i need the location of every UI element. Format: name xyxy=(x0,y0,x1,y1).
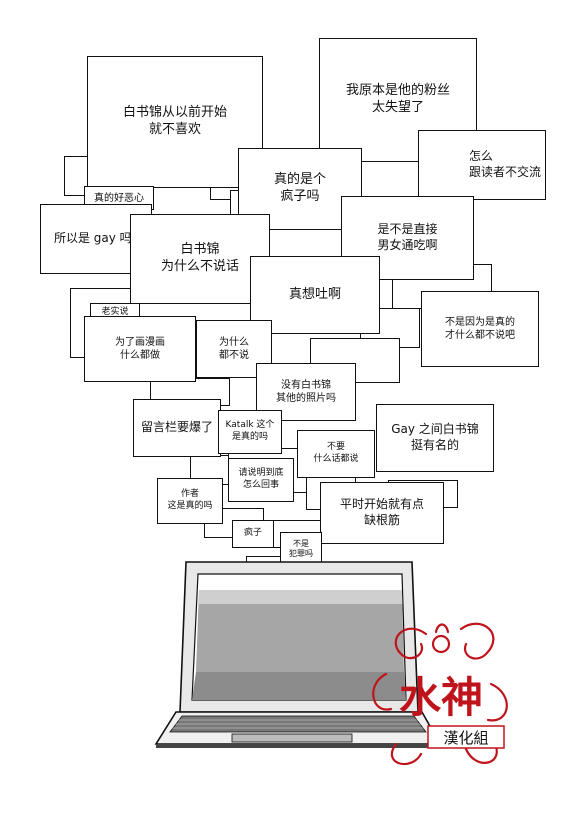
comment-text: 没有白书锦 其他的照片吗 xyxy=(276,380,336,404)
comment-bubble: 留言栏要爆了 xyxy=(133,399,221,457)
comment-text: 真想吐啊 xyxy=(288,286,341,302)
comment-text: 白书锦从以前开始 就不喜欢 xyxy=(122,105,227,137)
comment-bubble: 作者 这是真的吗 xyxy=(157,478,223,524)
comment-text: 疯子 xyxy=(243,528,262,539)
comment-text: 不要 什么话都说 xyxy=(313,442,359,464)
comment-text: 老实说 xyxy=(101,307,129,318)
comment-text: 我原本是他的粉丝 太失望了 xyxy=(345,83,450,115)
watermark-seal: 水神 漢化組 xyxy=(372,622,508,765)
comment-bubble: 怎么 跟读者不交流 xyxy=(418,130,546,200)
watermark-sub: 漢化組 xyxy=(443,729,488,747)
comment-text: 留言栏要爆了 xyxy=(140,420,213,435)
comment-text: 为什么 都不说 xyxy=(219,337,249,361)
comment-text: 请说明到底 怎么回事 xyxy=(238,468,284,490)
comment-text: 作者 这是真的吗 xyxy=(167,489,213,511)
comment-text: 怎么 跟读者不交流 xyxy=(468,149,541,179)
comment-bubble: 平时开始就有点 缺根筋 xyxy=(320,482,444,544)
comment-bubble: 疯子 xyxy=(232,520,274,548)
comment-text: 平时开始就有点 缺根筋 xyxy=(339,497,424,527)
comment-text: Gay 之间白书锦 挺有名的 xyxy=(391,422,479,452)
comment-text: Katalk 这个 是真的吗 xyxy=(225,420,275,442)
comment-bubble: 没有白书锦 其他的照片吗 xyxy=(256,363,356,421)
comment-text: 是不是直接 男女通吃啊 xyxy=(377,222,438,252)
comment-text: 真的好恶心 xyxy=(94,192,144,204)
comment-bubble: 请说明到底 怎么回事 xyxy=(228,458,294,502)
comment-bubble: 白书锦从以前开始 就不喜欢 xyxy=(87,56,263,188)
comment-text: 白书锦 为什么不说话 xyxy=(160,242,239,274)
comment-bubble: 白书锦 为什么不说话 xyxy=(130,214,270,304)
comment-bubble: 不要 什么话都说 xyxy=(297,430,375,478)
comment-bubble: 不是 犯罪吗 xyxy=(280,532,322,566)
comment-bubble: 为了画漫画 什么都做 xyxy=(84,316,196,382)
comment-bubble: 不是因为是真的 才什么都不说吧 xyxy=(421,291,539,367)
comment-text: 为了画漫画 什么都做 xyxy=(115,337,165,361)
comment-text: 不是 犯罪吗 xyxy=(289,538,313,558)
comment-bubble: Katalk 这个 是真的吗 xyxy=(218,410,282,454)
comment-text: 真的是个 疯子吗 xyxy=(273,172,326,204)
comment-bubble: 是不是直接 男女通吃啊 xyxy=(341,196,474,280)
comment-text: 不是因为是真的 才什么都不说吧 xyxy=(445,317,515,341)
comment-bubble: Gay 之间白书锦 挺有名的 xyxy=(376,404,494,472)
watermark-main: 水神 xyxy=(399,673,483,722)
